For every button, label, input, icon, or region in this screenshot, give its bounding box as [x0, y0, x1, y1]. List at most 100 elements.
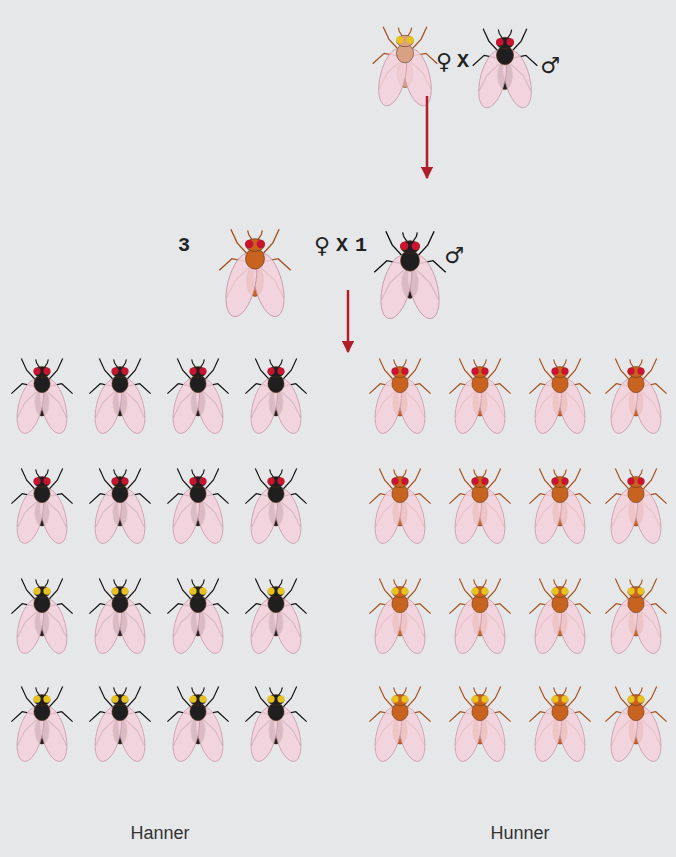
fly-head	[112, 695, 128, 706]
fly-head	[552, 367, 568, 378]
fly-eye	[481, 368, 488, 375]
group-label: Hunner	[490, 824, 549, 842]
fly	[167, 359, 228, 437]
fly	[374, 231, 445, 322]
fly-head	[112, 367, 128, 378]
fly-eye	[111, 696, 118, 703]
fly-head	[392, 587, 408, 598]
fly	[529, 579, 590, 657]
fly	[167, 687, 228, 765]
fly-head	[392, 695, 408, 706]
fly-eye	[561, 696, 568, 703]
fly-head	[246, 239, 265, 252]
fly-eye	[43, 478, 50, 485]
fly-head	[628, 367, 644, 378]
fly	[369, 469, 430, 547]
fly	[449, 469, 510, 547]
fly-eye	[481, 478, 488, 485]
fly	[245, 469, 306, 547]
fly	[11, 579, 72, 657]
fly	[449, 687, 510, 765]
fly-eye	[199, 696, 206, 703]
fly-head	[472, 695, 488, 706]
fly-eye	[637, 588, 644, 595]
fly-head	[392, 477, 408, 488]
fly-eye	[33, 478, 40, 485]
fly-eye	[561, 588, 568, 595]
fly	[11, 687, 72, 765]
fly-eye	[506, 38, 514, 46]
fly-head	[268, 587, 284, 598]
fly-eye	[43, 696, 50, 703]
sex-symbol: ♀	[314, 235, 330, 257]
fly-head	[628, 695, 644, 706]
fly	[89, 579, 150, 657]
fly	[529, 687, 590, 765]
fly	[167, 579, 228, 657]
fly-eye	[627, 478, 634, 485]
fly-head	[552, 695, 568, 706]
fly	[245, 359, 306, 437]
fly	[89, 687, 150, 765]
fly-eye	[33, 588, 40, 595]
fly-eye	[111, 368, 118, 375]
fly-eye	[551, 368, 558, 375]
fly	[245, 687, 306, 765]
fly-eye	[401, 478, 408, 485]
fly-head	[190, 695, 206, 706]
fly	[245, 579, 306, 657]
fly-eye	[406, 36, 414, 44]
fly	[605, 687, 666, 765]
fly-eye	[401, 696, 408, 703]
fly-eye	[551, 696, 558, 703]
fly-eye	[199, 368, 206, 375]
fly-eye	[551, 588, 558, 595]
fly-eye	[245, 240, 253, 248]
fly-eye	[401, 368, 408, 375]
fly-head	[472, 587, 488, 598]
fly-head	[190, 367, 206, 378]
fly	[369, 579, 430, 657]
fly-head	[34, 477, 50, 488]
fly-eye	[481, 588, 488, 595]
fly-eye	[189, 368, 196, 375]
fly-eye	[400, 242, 408, 250]
fly-head	[34, 587, 50, 598]
fly-eye	[627, 696, 634, 703]
fly	[369, 359, 430, 437]
fly-eye	[33, 696, 40, 703]
fly-eye	[496, 38, 504, 46]
fly-eye	[43, 588, 50, 595]
fly-eye	[391, 478, 398, 485]
fly-eye	[561, 478, 568, 485]
fly-head	[552, 587, 568, 598]
fly-eye	[121, 696, 128, 703]
fly-eye	[277, 588, 284, 595]
group-label: Hanner	[130, 824, 189, 842]
fly-head	[472, 367, 488, 378]
fly-eye	[189, 696, 196, 703]
fly-head	[34, 695, 50, 706]
sex-symbol: ♂	[540, 55, 560, 77]
fly-eye	[637, 696, 644, 703]
fly-eye	[121, 478, 128, 485]
cross-sign: X	[457, 52, 469, 72]
fly-head	[268, 367, 284, 378]
fly-head	[190, 587, 206, 598]
fly-eye	[471, 478, 478, 485]
fly	[529, 469, 590, 547]
fly	[219, 229, 290, 320]
fly-head	[392, 367, 408, 378]
fly-eye	[277, 368, 284, 375]
fly-eye	[471, 368, 478, 375]
fly-head	[472, 477, 488, 488]
fly-eye	[396, 36, 404, 44]
fly	[605, 579, 666, 657]
fly	[605, 469, 666, 547]
fly-eye	[257, 240, 265, 248]
fly-head	[112, 587, 128, 598]
fly-eye	[267, 588, 274, 595]
fly	[529, 359, 590, 437]
fly-eye	[189, 588, 196, 595]
